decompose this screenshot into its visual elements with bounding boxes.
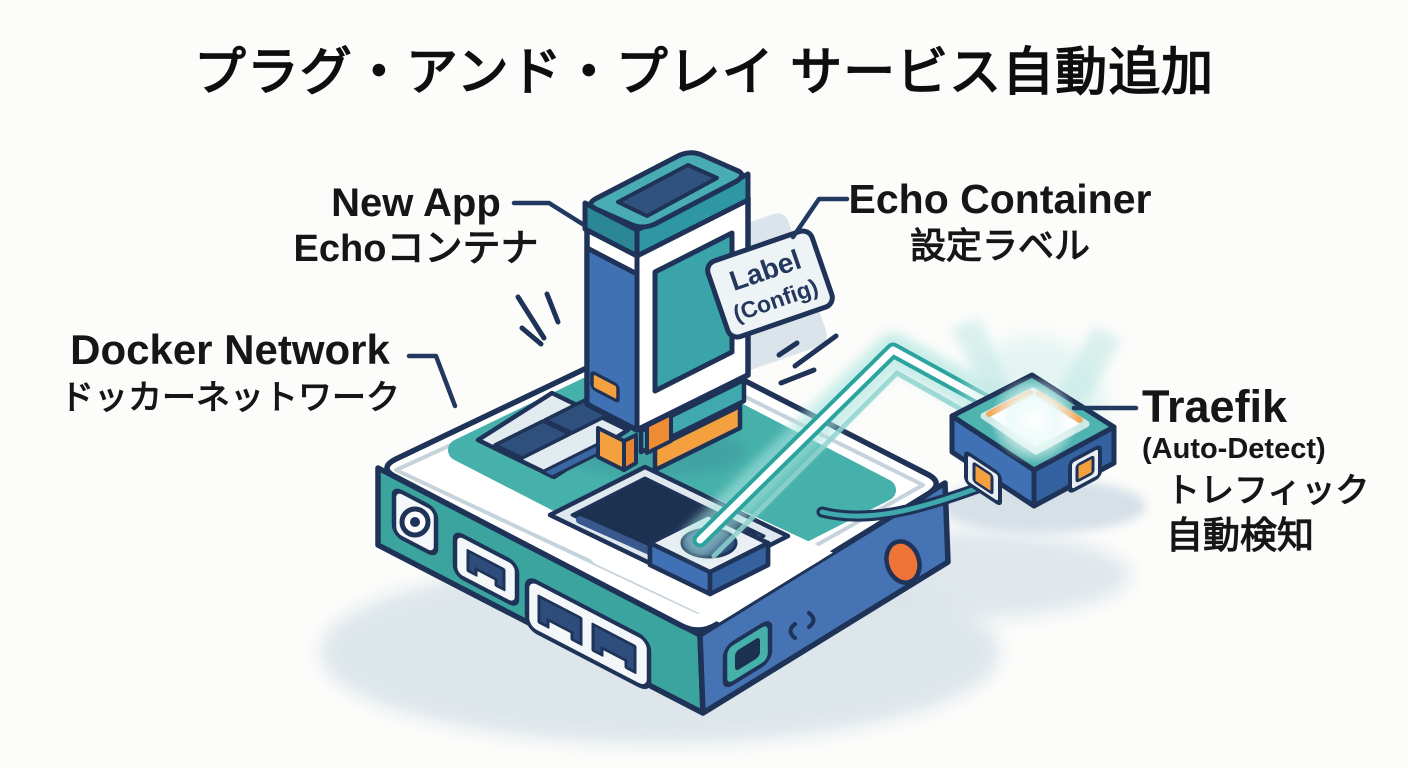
light-beam-right (1054, 326, 1122, 412)
traefik-label-ja2: 自動検知 (1166, 515, 1314, 557)
echo-container-label-en: Echo Container (848, 176, 1152, 222)
traefik-label-ja1: トレフィック (1166, 472, 1370, 511)
leader-new-app (511, 200, 587, 228)
leader-echo-container (790, 196, 850, 240)
new-app-label-ja: Echoコンテナ (293, 228, 539, 271)
traefik-label: Traefik (Auto-Detect) トレフィック 自動検知 (1142, 383, 1404, 556)
container-top-vent (616, 163, 719, 218)
traefik-glow (990, 376, 1078, 464)
traefik-port-right (1068, 445, 1102, 493)
docker-network-label: Docker Network ドッカーネットワーク (42, 326, 418, 417)
leader-lines (406, 196, 1139, 411)
page-title: プラグ・アンド・プレイ サービス自動追加 (193, 44, 1215, 102)
ethernet-port-double (524, 578, 652, 690)
new-app-label-en: New App (331, 181, 501, 225)
new-app-label: New App Echoコンテナ (288, 182, 544, 270)
motion-lines-right (776, 333, 839, 386)
traefik-label-sub: (Auto-Detect) (1142, 432, 1326, 465)
echo-container-label-ja: 設定ラベル (909, 225, 1090, 267)
power-led-button[interactable] (881, 537, 924, 587)
container-connector-bar (652, 403, 743, 473)
echo-container-label: Echo Container 設定ラベル (848, 176, 1152, 267)
docker-network-label-ja: ドッカーネットワーク (60, 378, 400, 417)
traefik-port-left (964, 451, 1002, 506)
network-cable (816, 482, 984, 522)
traefik-device (949, 318, 1122, 509)
leader-docker-network (406, 353, 458, 409)
container-prongs (596, 410, 673, 472)
light-beam-left (950, 318, 1014, 404)
front-port (722, 621, 773, 688)
ethernet-port-single (452, 532, 520, 606)
echo-container (582, 150, 751, 473)
angle-marks (788, 611, 816, 640)
slot-frame (475, 390, 631, 480)
motion-lines-left (515, 291, 561, 347)
slot-a (493, 419, 572, 460)
traefik-label-en: Traefik (1142, 381, 1288, 432)
config-label-tag: Label (Config) (705, 228, 835, 340)
power-jack (391, 488, 439, 556)
container-left-face (584, 245, 640, 433)
docker-network-board (375, 336, 951, 716)
container-led-slot (590, 371, 620, 403)
docker-network-label-en: Docker Network (70, 326, 390, 373)
